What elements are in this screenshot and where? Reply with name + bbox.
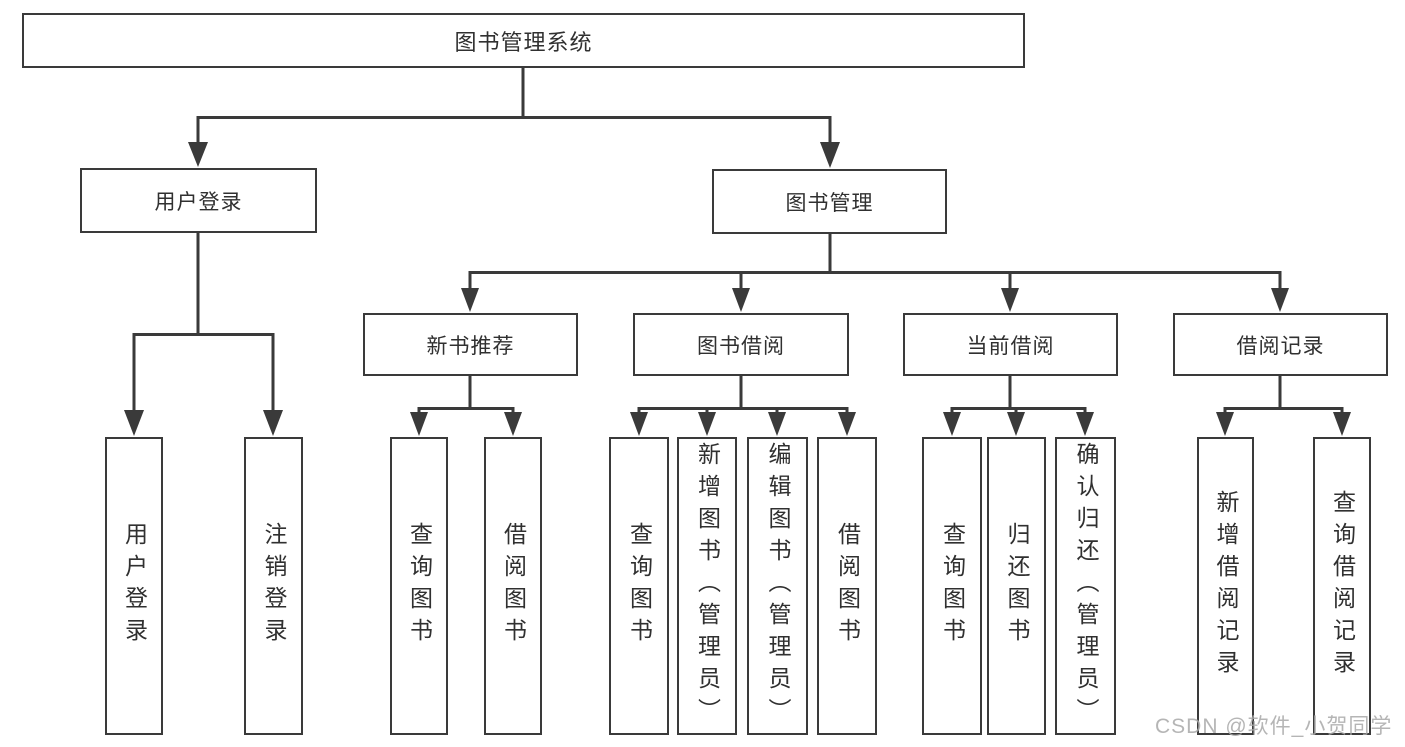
arrow-to-records-add — [1216, 407, 1234, 436]
arrow-to-leaf-user-login — [124, 333, 144, 436]
leaf-user-login: 用户登录 — [105, 437, 163, 735]
leaf-current-return-books: 归还图书 — [987, 437, 1046, 735]
watermark: CSDN @软件_小贺同学 — [1155, 715, 1393, 738]
arrow-to-borrowing-add — [698, 407, 716, 436]
leaf-current-confirm-return-admin: 确认归还（管理员） — [1055, 437, 1116, 735]
node-user-login: 用户登录 — [80, 168, 317, 233]
leaf-borrowing-edit-books-admin: 编辑图书（管理员） — [747, 437, 808, 735]
edge-borrow-records-split — [1223, 376, 1344, 410]
arrow-to-current-borrowing — [1001, 271, 1019, 312]
arrow-to-book-management — [820, 116, 840, 168]
arrow-to-borrowing-query — [630, 407, 648, 436]
arrow-to-newbook-borrow — [504, 407, 522, 436]
node-borrow-records: 借阅记录 — [1173, 313, 1388, 376]
edge-user-login-split — [132, 233, 275, 336]
arrow-to-book-borrowing — [732, 271, 750, 312]
arrow-to-borrow-records — [1271, 271, 1289, 312]
arrow-to-current-return — [1007, 407, 1025, 436]
leaf-borrowing-add-books-admin: 新增图书（管理员） — [677, 437, 737, 735]
arrow-to-borrowing-edit — [768, 407, 786, 436]
arrow-to-new-book-recommend — [461, 271, 479, 312]
arrow-to-records-query — [1333, 407, 1351, 436]
leaf-records-query-borrow-record: 查询借阅记录 — [1313, 437, 1371, 735]
leaf-borrowing-borrow-books: 借阅图书 — [817, 437, 877, 735]
arrow-to-current-confirm — [1076, 407, 1094, 436]
leaf-records-add-borrow-record: 新增借阅记录 — [1197, 437, 1254, 735]
node-book-borrowing: 图书借阅 — [633, 313, 849, 376]
leaf-current-query-books: 查询图书 — [922, 437, 982, 735]
leaf-borrowing-query-books: 查询图书 — [609, 437, 669, 735]
edge-current-borrowing-split — [950, 376, 1087, 410]
arrow-to-current-query — [943, 407, 961, 436]
node-root: 图书管理系统 — [22, 13, 1025, 68]
node-current-borrowing: 当前借阅 — [903, 313, 1118, 376]
arrow-to-leaf-logout-login — [263, 333, 283, 436]
edge-book-management-split — [468, 233, 1282, 274]
edge-book-borrowing-split — [637, 376, 849, 410]
leaf-newbook-query-books: 查询图书 — [390, 437, 448, 735]
leaf-logout-login: 注销登录 — [244, 437, 303, 735]
arrow-to-borrowing-borrow — [838, 407, 856, 436]
arrow-to-newbook-query — [410, 407, 428, 436]
edge-new-book-recommend-split — [417, 376, 515, 410]
arrow-to-user-login — [188, 116, 208, 167]
edge-root-split — [197, 67, 831, 119]
node-book-management: 图书管理 — [712, 169, 947, 234]
leaf-newbook-borrow-books: 借阅图书 — [484, 437, 542, 735]
node-new-book-recommend: 新书推荐 — [363, 313, 578, 376]
